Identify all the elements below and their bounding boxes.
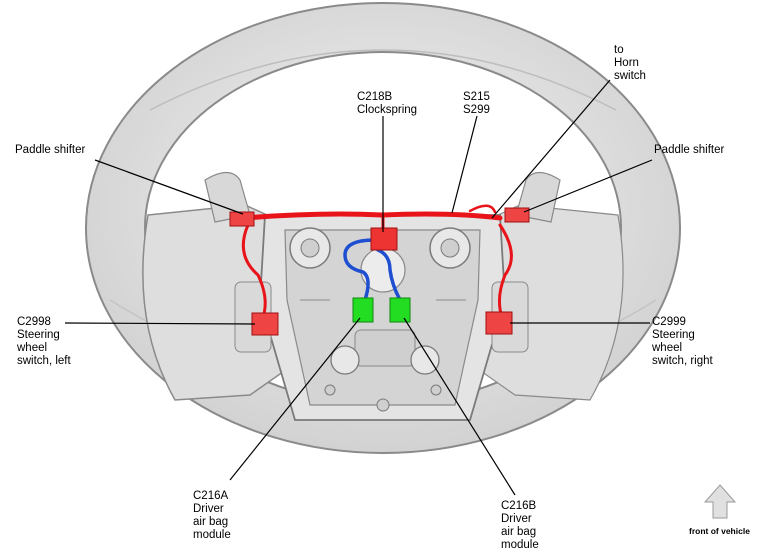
label-switch-right-line3: wheel xyxy=(652,342,683,354)
label-switch-left-line4: switch, left xyxy=(17,355,71,367)
c218b-clockspring-connector xyxy=(370,227,398,251)
label-paddle-right-text: Paddle shifter xyxy=(654,144,725,156)
label-paddle-right: Paddle shifter xyxy=(654,144,724,157)
c2998-connector xyxy=(251,312,279,336)
label-airbag-a-line3: air bag xyxy=(193,516,229,528)
label-airbag-a-line4: module xyxy=(193,529,231,541)
label-switch-right: C2999 Steering wheel switch, right xyxy=(652,316,713,368)
blue-wire-harness xyxy=(343,238,402,302)
label-switch-right-line4: switch, right xyxy=(652,355,713,367)
label-horn: to Horn switch xyxy=(614,44,646,83)
up-arrow-icon xyxy=(703,484,737,519)
label-horn-line1: to xyxy=(614,44,624,56)
label-clockspring: C218B Clockspring xyxy=(357,91,417,117)
label-switch-right-code: C2999 xyxy=(652,316,686,328)
label-switch-left: C2998 Steering wheel switch, left xyxy=(17,316,71,368)
label-clockspring-code: C218B xyxy=(357,91,393,103)
label-switch-right-line2: Steering xyxy=(652,329,695,341)
label-front-of-vehicle: front of vehicle xyxy=(689,525,750,538)
label-airbag-b-line2: Driver xyxy=(501,513,532,525)
label-airbag-a: C216A Driver air bag module xyxy=(193,490,231,542)
label-front-of-vehicle-text: front of vehicle xyxy=(689,526,750,536)
label-switch-left-code: C2998 xyxy=(17,316,51,328)
label-airbag-b-line4: module xyxy=(501,539,539,551)
label-horn-line2: Horn xyxy=(614,57,639,69)
label-horn-line3: switch xyxy=(614,70,646,82)
paddle-right-connector xyxy=(504,207,530,223)
label-switch-left-line3: wheel xyxy=(17,342,48,354)
label-airbag-a-code: C216A xyxy=(193,490,229,502)
paddle-left-connector xyxy=(229,211,255,227)
label-paddle-left: Paddle shifter xyxy=(15,144,85,157)
label-paddle-left-text: Paddle shifter xyxy=(15,144,86,156)
label-switch-left-line2: Steering xyxy=(17,329,60,341)
label-splice-s299: S299 xyxy=(463,104,490,116)
label-airbag-b-line3: air bag xyxy=(501,526,537,538)
label-airbag-b-code: C216B xyxy=(501,500,537,512)
leader-lines xyxy=(64,79,653,496)
label-splices: S215 S299 xyxy=(463,91,490,117)
label-clockspring-name: Clockspring xyxy=(357,104,418,116)
c216b-connector xyxy=(389,297,411,323)
c2999-connector xyxy=(485,311,513,335)
label-airbag-b: C216B Driver air bag module xyxy=(501,500,539,552)
label-splice-s215: S215 xyxy=(463,91,490,103)
c216a-connector xyxy=(352,297,374,323)
label-airbag-a-line2: Driver xyxy=(193,503,224,515)
